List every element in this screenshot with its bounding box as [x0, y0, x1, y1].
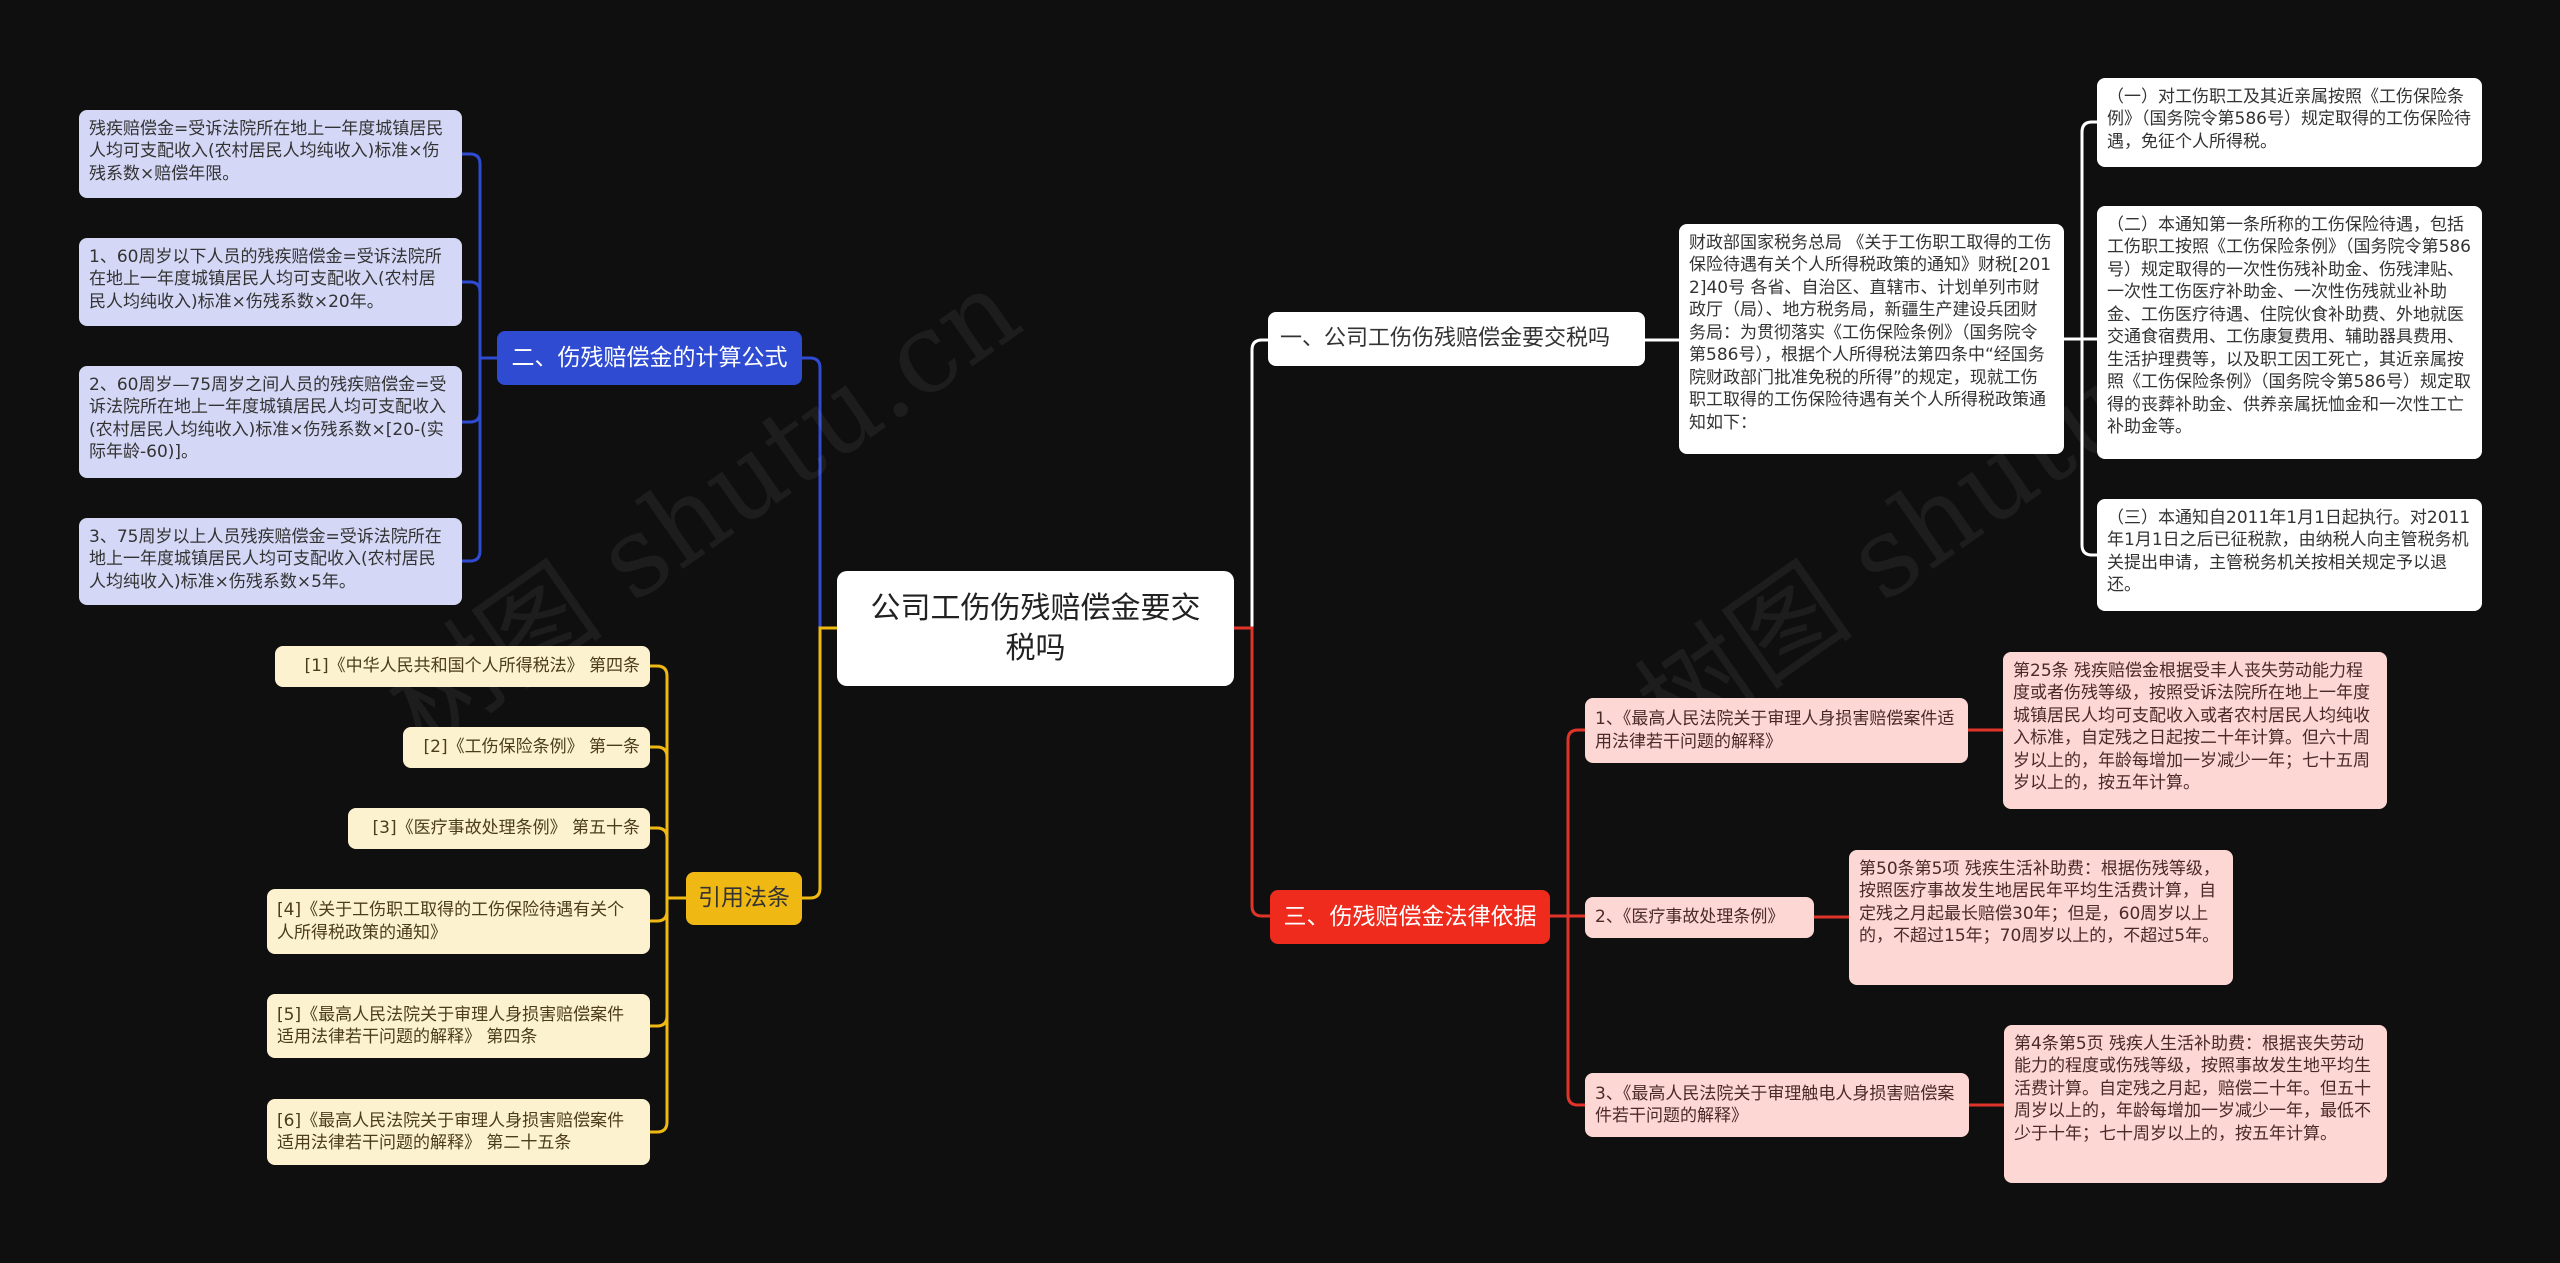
branch-refs-label: 引用法条 [698, 885, 790, 912]
tax-notice-text: 财政部国家税务总局 《关于工伤职工取得的工伤保险待遇有关个人所得税政策的通知》财… [1689, 233, 2052, 433]
legal-detail-text: 第50条第5项 残疾生活补助费：根据伤残等级，按照医疗事故发生地居民年平均生活费… [1859, 859, 2220, 947]
legal-detail-text: 第4条第5页 残疾人生活补助费：根据丧失劳动能力的程度或伤残等级，按照事故发生地… [2014, 1034, 2371, 1144]
formula-item-2[interactable]: 1、60周岁以下人员的残疾赔偿金=受诉法院所在地上一年度城镇居民人均可支配收入(… [79, 238, 462, 326]
formula-item-text: 3、75周岁以上人员残疾赔偿金=受诉法院所在地上一年度城镇居民人均可支配收入(农… [89, 527, 442, 592]
tax-item-text: （一）对工伤职工及其近亲属按照《工伤保险条例》（国务院令第586号）规定取得的工… [2107, 87, 2471, 152]
legal-detail-3[interactable]: 第4条第5页 残疾人生活补助费：根据丧失劳动能力的程度或伤残等级，按照事故发生地… [2004, 1025, 2387, 1183]
root-topic[interactable]: 公司工伤伤残赔偿金要交税吗 [837, 571, 1234, 686]
branch-refs[interactable]: 引用法条 [686, 872, 802, 925]
tax-item-text: （二）本通知第一条所称的工伤保险待遇，包括工伤职工按照《工伤保险条例》（国务院令… [2107, 215, 2471, 437]
formula-item-text: 残疾赔偿金=受诉法院所在地上一年度城镇居民人均可支配收入(农村居民人均纯收入)标… [89, 119, 444, 184]
formula-item-text: 2、60周岁—75周岁之间人员的残疾赔偿金=受诉法院所在地上一年度城镇居民人均可… [89, 375, 447, 463]
ref-item-text: [3]《医疗事故处理条例》 第五十条 [372, 818, 640, 839]
tax-item-2[interactable]: （二）本通知第一条所称的工伤保险待遇，包括工伤职工按照《工伤保险条例》（国务院令… [2097, 206, 2482, 459]
formula-item-1[interactable]: 残疾赔偿金=受诉法院所在地上一年度城镇居民人均可支配收入(农村居民人均纯收入)标… [79, 110, 462, 198]
ref-item-text: [1]《中华人民共和国个人所得税法》 第四条 [304, 656, 640, 677]
branch-legal[interactable]: 三、伤残赔偿金法律依据 [1270, 890, 1550, 944]
legal-source-1[interactable]: 1、《最高人民法院关于审理人身损害赔偿案件适用法律若干问题的解释》 [1585, 698, 1968, 763]
formula-item-3[interactable]: 2、60周岁—75周岁之间人员的残疾赔偿金=受诉法院所在地上一年度城镇居民人均可… [79, 366, 462, 478]
ref-item-4[interactable]: [4]《关于工伤职工取得的工伤保险待遇有关个人所得税政策的通知》 [267, 889, 650, 954]
root-title: 公司工伤伤残赔偿金要交税吗 [870, 590, 1201, 666]
ref-item-text: [2]《工伤保险条例》 第一条 [423, 737, 640, 758]
ref-item-text: [4]《关于工伤职工取得的工伤保险待遇有关个人所得税政策的通知》 [277, 900, 625, 943]
branch-formula-label: 二、伤残赔偿金的计算公式 [511, 344, 788, 371]
legal-detail-2[interactable]: 第50条第5项 残疾生活补助费：根据伤残等级，按照医疗事故发生地居民年平均生活费… [1849, 850, 2233, 985]
ref-item-5[interactable]: [5]《最高人民法院关于审理人身损害赔偿案件适用法律若干问题的解释》 第四条 [267, 994, 650, 1058]
tax-item-3[interactable]: （三）本通知自2011年1月1日起执行。对2011年1月1日之后已征税款，由纳税… [2097, 499, 2482, 611]
ref-item-6[interactable]: [6]《最高人民法院关于审理人身损害赔偿案件适用法律若干问题的解释》 第二十五条 [267, 1099, 650, 1165]
legal-detail-1[interactable]: 第25条 残疾赔偿金根据受丰人丧失劳动能力程度或者伤残等级，按照受诉法院所在地上… [2003, 652, 2387, 809]
ref-item-text: [5]《最高人民法院关于审理人身损害赔偿案件适用法律若干问题的解释》 第四条 [277, 1004, 625, 1047]
tax-item-text: （三）本通知自2011年1月1日起执行。对2011年1月1日之后已征税款，由纳税… [2107, 508, 2471, 596]
ref-item-3[interactable]: [3]《医疗事故处理条例》 第五十条 [348, 808, 650, 849]
ref-item-1[interactable]: [1]《中华人民共和国个人所得税法》 第四条 [275, 646, 650, 687]
legal-source-title: 2、《医疗事故处理条例》 [1595, 907, 1785, 928]
tax-item-1[interactable]: （一）对工伤职工及其近亲属按照《工伤保险条例》（国务院令第586号）规定取得的工… [2097, 78, 2482, 167]
formula-item-4[interactable]: 3、75周岁以上人员残疾赔偿金=受诉法院所在地上一年度城镇居民人均可支配收入(农… [79, 518, 462, 605]
tax-notice[interactable]: 财政部国家税务总局 《关于工伤职工取得的工伤保险待遇有关个人所得税政策的通知》财… [1679, 224, 2064, 454]
formula-item-text: 1、60周岁以下人员的残疾赔偿金=受诉法院所在地上一年度城镇居民人均可支配收入(… [89, 247, 442, 312]
legal-source-title: 3、《最高人民法院关于审理触电人身损害赔偿案件若干问题的解释》 [1595, 1083, 1955, 1126]
legal-source-3[interactable]: 3、《最高人民法院关于审理触电人身损害赔偿案件若干问题的解释》 [1585, 1073, 1969, 1137]
branch-tax-label: 一、公司工伤伤残赔偿金要交税吗 [1280, 326, 1611, 352]
branch-tax[interactable]: 一、公司工伤伤残赔偿金要交税吗 [1268, 312, 1645, 366]
legal-source-title: 1、《最高人民法院关于审理人身损害赔偿案件适用法律若干问题的解释》 [1595, 709, 1955, 752]
legal-detail-text: 第25条 残疾赔偿金根据受丰人丧失劳动能力程度或者伤残等级，按照受诉法院所在地上… [2013, 661, 2370, 794]
legal-source-2[interactable]: 2、《医疗事故处理条例》 [1585, 897, 1814, 938]
branch-legal-label: 三、伤残赔偿金法律依据 [1283, 903, 1537, 930]
ref-item-2[interactable]: [2]《工伤保险条例》 第一条 [403, 727, 650, 768]
ref-item-text: [6]《最高人民法院关于审理人身损害赔偿案件适用法律若干问题的解释》 第二十五条 [277, 1110, 625, 1153]
branch-formula[interactable]: 二、伤残赔偿金的计算公式 [497, 331, 802, 385]
